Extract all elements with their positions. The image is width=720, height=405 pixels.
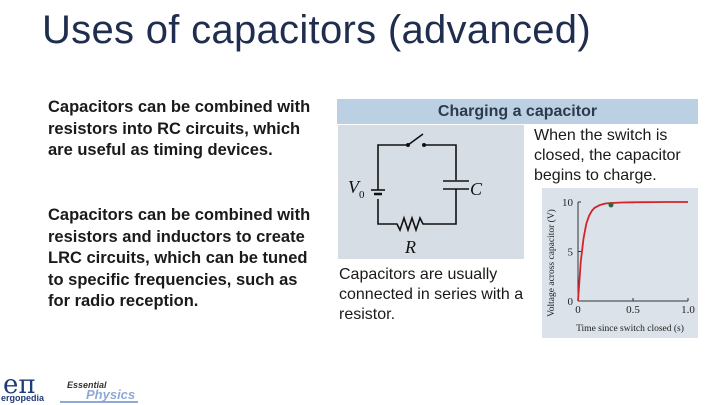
marked-data-point <box>608 202 614 208</box>
logo-wordmark: ergopedia <box>1 393 45 403</box>
resistor-wire <box>377 189 457 233</box>
switch-blade <box>407 133 424 146</box>
switch-contact-right <box>422 143 426 147</box>
resistor-label: R <box>404 237 416 257</box>
charging-curve-line <box>577 201 688 302</box>
ergopedia-logo: eπ ergopedia <box>0 370 60 405</box>
figure-title: Charging a capacitor <box>437 103 598 120</box>
charging-curve-chart: Voltage across capacitor (V) Time since … <box>546 197 695 334</box>
series-name-physics: Physics <box>86 387 136 402</box>
switch-contact-left <box>406 143 410 147</box>
left-top-wire <box>377 144 408 190</box>
slide-title: Uses of capacitors (advanced) <box>42 8 591 52</box>
y-tick-label: 10 <box>562 197 574 209</box>
body-paragraph-rc: Capacitors can be combined with resistor… <box>48 98 311 159</box>
charging-graph-panel: Voltage across capacitor (V) Time since … <box>542 188 698 338</box>
right-top-wire <box>424 144 457 180</box>
x-tick-label: 1.0 <box>681 304 695 316</box>
x-axis-label: Time since switch closed (s) <box>576 323 684 334</box>
rc-circuit-diagram: V 0 C R <box>348 133 483 257</box>
y-tick-label: 0 <box>568 296 574 308</box>
logo-symbol: eπ <box>3 370 36 400</box>
caption-switch-closed: When the switch is closed, the capacitor… <box>534 127 681 184</box>
y-tick-label: 5 <box>568 247 574 259</box>
voltage-source-label: V <box>348 177 361 197</box>
capacitor-label: C <box>470 179 483 199</box>
figure-header: Charging a capacitor <box>337 99 698 124</box>
body-paragraph-lrc: Capacitors can be combined with resistor… <box>48 206 311 310</box>
footer-underline <box>60 401 138 403</box>
x-tick-label: 0.5 <box>626 304 640 316</box>
series-name-essential: Essential <box>67 380 107 390</box>
caption-series-resistor: Capacitors are usually connected in seri… <box>339 266 524 323</box>
circuit-diagram-panel: V 0 C R <box>338 125 524 259</box>
voltage-source-subscript: 0 <box>359 189 365 201</box>
x-tick-label: 0 <box>575 304 581 316</box>
y-axis-label: Voltage across capacitor (V) <box>546 209 557 317</box>
